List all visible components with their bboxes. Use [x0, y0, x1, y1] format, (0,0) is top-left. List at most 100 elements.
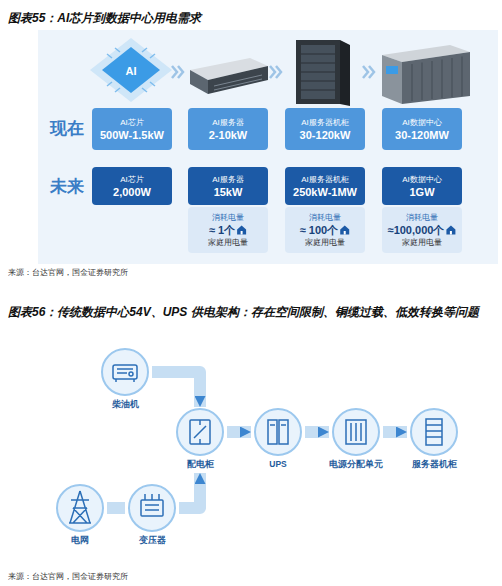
- pdu-icon: [346, 420, 366, 444]
- power-node: 电网: [53, 483, 107, 549]
- house-door: [344, 231, 346, 235]
- server-vents: [214, 75, 262, 90]
- rack-front: [296, 40, 340, 104]
- power-node: 服务器机柜: [407, 407, 461, 473]
- node-value: ≈ 100个: [300, 223, 350, 237]
- node-circle-outline: [255, 409, 301, 455]
- node-value: 250kW-1MW: [293, 185, 357, 199]
- rack-slots: [301, 54, 335, 90]
- node-heading: AI服务器: [212, 174, 244, 185]
- rack-side: [340, 40, 350, 106]
- power-node: 电源分配单元: [329, 407, 383, 473]
- node-value: 500W-1.5kW: [100, 128, 164, 142]
- node-value: 15kW: [214, 185, 243, 199]
- rack-door: [301, 45, 335, 99]
- current-spec-box: AI服务器机柜30-120kW: [285, 108, 365, 150]
- node-value: 2-10kW: [209, 128, 248, 142]
- node-heading: AI数据中心: [402, 117, 442, 128]
- node-heading: 电源分配单元: [321, 459, 391, 471]
- power-node: 配电柜: [173, 407, 227, 473]
- node-heading: 消耗电量: [309, 212, 341, 223]
- power-node: 柴油机: [98, 347, 152, 413]
- node-value: ≈100,000个: [388, 223, 457, 237]
- node-circle-outline: [333, 409, 379, 455]
- figure-title: 图表56：传统数据中心54V、UPS 供电架构：存在空间限制、铜缆过载、低效转换…: [8, 302, 496, 322]
- node-heading: AI服务器机柜: [301, 174, 349, 185]
- chip-base: [90, 38, 172, 102]
- future-spec-box: AI服务器机柜250kW-1MW: [285, 167, 365, 205]
- node-heading: 消耗电量: [212, 212, 244, 223]
- node-heading: AI芯片: [120, 117, 144, 128]
- chip-label: AI: [119, 64, 143, 79]
- node-heading: AI芯片: [120, 174, 144, 185]
- node-circle-outline: [102, 349, 148, 395]
- node-circle-outline: [411, 409, 457, 455]
- node-value: 家庭用电量: [402, 237, 442, 248]
- node-heading: 消耗电量: [406, 212, 438, 223]
- transformer-icon: [141, 494, 163, 516]
- consumption-box: 消耗电量≈100,000个家庭用电量: [382, 207, 462, 253]
- datacenter-panels: [412, 57, 462, 102]
- node-heading: 配电柜: [165, 459, 235, 471]
- node-circle-outline: [57, 485, 103, 531]
- house-door: [450, 231, 452, 235]
- current-spec-box: AI服务器2-10kW: [188, 108, 268, 150]
- chip-pins: [107, 48, 155, 92]
- future-spec-box: AI芯片2,000W: [92, 167, 172, 205]
- node-heading: 电网: [45, 535, 115, 547]
- node-heading: UPS: [243, 459, 313, 471]
- node-circle-outline: [177, 409, 223, 455]
- tower-icon: [69, 491, 91, 523]
- house-shape: [237, 226, 246, 235]
- current-spec-box: AI芯片500W-1.5kW: [92, 108, 172, 150]
- chevron: [363, 66, 374, 78]
- node-value: 2,000W: [113, 185, 151, 199]
- power-node: UPS: [251, 407, 305, 473]
- row-label: 未来: [50, 176, 84, 197]
- house-icon: [237, 226, 246, 235]
- datacenter-badge: [386, 66, 398, 74]
- power-pipe: [179, 473, 200, 508]
- power-pipe: [107, 502, 125, 514]
- rack-icon: [426, 419, 442, 445]
- panel-background: [38, 30, 498, 264]
- figure-title: 图表55：AI芯片到数据中心用电需求: [8, 10, 201, 27]
- power-pipe: [227, 426, 251, 438]
- server-side: [208, 66, 268, 94]
- node-heading: AI服务器: [212, 117, 244, 128]
- datacenter-front: [382, 55, 402, 104]
- switchboard-icon: [190, 420, 210, 444]
- node-value: 30-120MW: [395, 128, 449, 142]
- node-value: 家庭用电量: [305, 237, 345, 248]
- future-spec-box: AI服务器15kW: [188, 167, 268, 205]
- source-note: 来源：台达官网，国金证券研究所: [8, 267, 128, 279]
- house-icon: [446, 226, 455, 235]
- source-note: 来源：台达官网，国金证券研究所: [8, 571, 128, 583]
- node-heading: 服务器机柜: [399, 459, 469, 471]
- chip-die: [102, 47, 160, 93]
- consumption-box: 消耗电量≈ 100个家庭用电量: [285, 207, 365, 253]
- power-pipe: [152, 372, 200, 407]
- consumption-box: 消耗电量≈ 1个家庭用电量: [188, 207, 268, 253]
- house-shape: [340, 226, 349, 235]
- node-circle-outline: [129, 485, 175, 531]
- node-value: 家庭用电量: [208, 237, 248, 248]
- power-pipe: [305, 426, 329, 438]
- ups-icon: [268, 420, 288, 444]
- node-value: 30-120kW: [300, 128, 351, 142]
- node-heading: AI数据中心: [402, 174, 442, 185]
- power-node: 变压器: [125, 483, 179, 549]
- node-value: ≈ 1个: [209, 223, 247, 237]
- house-shape: [446, 226, 455, 235]
- datacenter-side: [402, 52, 470, 104]
- power-pipe: [383, 426, 407, 438]
- future-spec-box: AI数据中心1GW: [382, 167, 462, 205]
- server-front: [190, 70, 208, 94]
- node-heading: AI服务器机柜: [301, 117, 349, 128]
- row-label: 现在: [50, 118, 84, 139]
- generator-icon: [113, 365, 137, 382]
- node-value: 1GW: [409, 185, 434, 199]
